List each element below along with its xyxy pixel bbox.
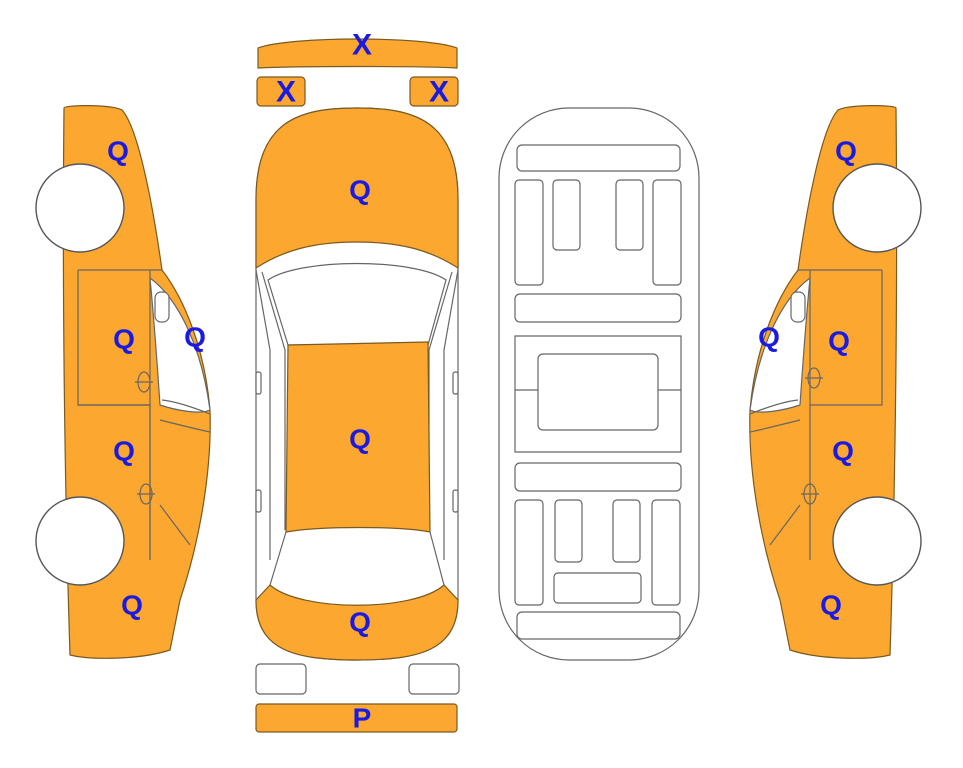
front-bumper[interactable] — [257, 38, 458, 69]
hood-label: Q — [349, 175, 371, 206]
trunk[interactable] — [255, 584, 459, 661]
right-rear-handle-icon — [801, 483, 819, 505]
top-mirror-right — [452, 371, 459, 395]
roof[interactable] — [285, 341, 431, 533]
headlight-left[interactable] — [256, 76, 306, 107]
underbody-panel — [651, 499, 681, 606]
underbody-panel — [615, 179, 644, 251]
right-rear-wheel — [832, 496, 922, 586]
front-bumper-label: X — [352, 29, 372, 62]
left-side-view: Q Q Q Q Q — [35, 105, 211, 659]
top-handle-left — [255, 489, 262, 513]
left-front-handle-icon — [135, 371, 153, 393]
top-view: X X X Q Q Q P — [255, 29, 460, 734]
left-front-pillar-label: Q — [184, 322, 206, 353]
underbody-panel — [514, 499, 544, 606]
rear-bumper-label: P — [353, 703, 372, 734]
right-rear-door-label: Q — [832, 436, 854, 467]
right-front-fender-label: Q — [835, 136, 857, 167]
underbody-panel — [514, 462, 682, 492]
left-mirror — [154, 291, 170, 323]
headlight-right-label: X — [429, 76, 449, 109]
left-rear-door-label: Q — [113, 436, 135, 467]
top-mirror-left — [255, 371, 262, 395]
right-front-handle-icon — [805, 367, 823, 389]
right-front-pillar-label: Q — [758, 322, 780, 353]
left-front-fender-label: Q — [107, 136, 129, 167]
underbody-panel — [554, 499, 583, 563]
underbody-panel — [514, 179, 544, 286]
left-rear-handle-icon — [137, 483, 155, 505]
right-front-door-label: Q — [828, 326, 850, 357]
underbody-panel — [514, 293, 682, 323]
headlight-left-label: X — [276, 76, 296, 109]
left-front-wheel — [35, 163, 125, 253]
rear-bumper[interactable] — [255, 703, 458, 733]
hood[interactable] — [255, 107, 459, 270]
top-handle-right — [452, 489, 459, 513]
underbody-panel — [552, 179, 581, 251]
underbody-panel — [553, 572, 642, 604]
roof-label: Q — [349, 424, 371, 455]
right-side-view: Q Q Q Q Q — [749, 105, 922, 659]
headlight-right[interactable] — [409, 76, 459, 107]
underbody-panel — [652, 179, 682, 286]
trunk-label: Q — [349, 607, 371, 638]
left-rear-quarter-label: Q — [121, 590, 143, 621]
right-mirror — [790, 291, 806, 323]
underbody-panel — [612, 499, 641, 563]
left-rear-wheel — [35, 496, 125, 586]
taillight-right[interactable] — [408, 663, 460, 695]
underbody-center — [537, 353, 659, 431]
underbody-view — [498, 107, 700, 661]
right-front-wheel — [832, 163, 922, 253]
left-front-door-label: Q — [113, 324, 135, 355]
right-rear-quarter-label: Q — [820, 590, 842, 621]
taillight-left[interactable] — [255, 663, 307, 695]
underbody-rear-rail — [516, 611, 681, 640]
underbody-front-rail — [516, 144, 681, 172]
